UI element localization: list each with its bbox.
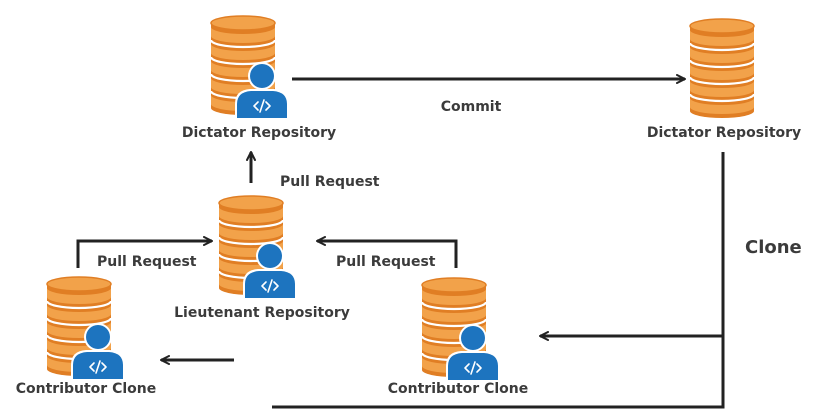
pull-request-right-arrow [316,236,458,268]
lieutenant-repo [217,195,297,300]
lieutenant-label: Lieutenant Repository [174,305,350,321]
code-brackets-icon [89,360,107,374]
clone-arrow [539,152,725,341]
dictator-left-label: Dictator Repository [181,125,337,141]
commit-label: Commit [440,99,502,115]
developer-user-icon [243,242,297,300]
pull-request-left-label: Pull Request [97,254,197,270]
pull-request-up-label: Pull Request [280,174,380,190]
clone-bottom-line [272,336,725,409]
dictator-right-repo [688,18,756,118]
contributor-left-label: Contributor Clone [15,381,157,397]
code-brackets-icon [464,361,482,375]
database-stack-icon [420,277,488,377]
code-brackets-icon [253,99,271,113]
pull-request-right-label: Pull Request [336,254,436,270]
developer-user-icon [235,62,289,120]
connectors [76,74,725,409]
code-brackets-icon [261,279,279,293]
contributor-right-label: Contributor Clone [387,381,529,397]
pull-request-left-arrow [76,236,213,268]
developer-user-icon [446,324,500,382]
contributor-left-repo [45,276,125,381]
clone-label: Clone [745,237,802,258]
database-stack-icon [688,18,756,118]
developer-user-icon [71,323,125,381]
dictator-right-label: Dictator Repository [646,125,802,141]
contributor-right-repo [420,277,500,382]
dictator-left-repo [209,15,289,120]
